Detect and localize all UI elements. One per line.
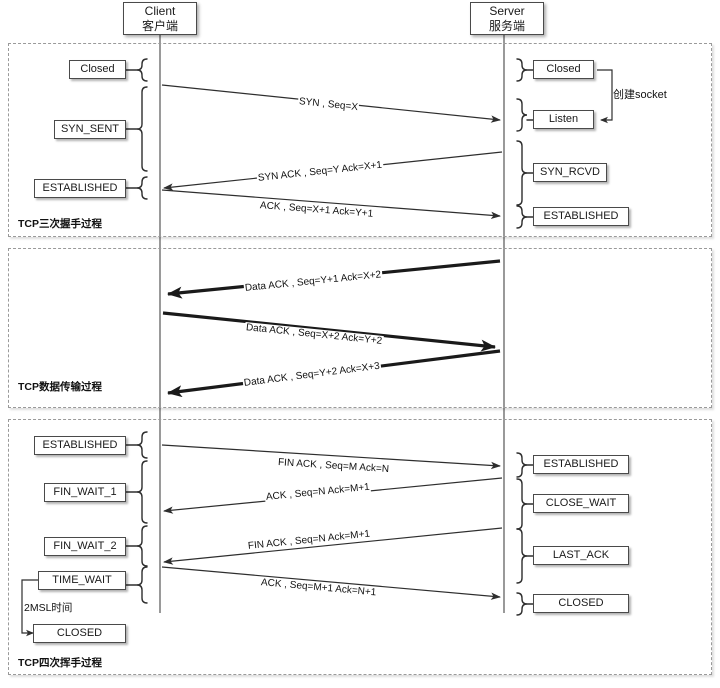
- section-data-transfer: [8, 248, 712, 408]
- client-state-fin-wait-2: FIN_WAIT_2: [44, 537, 126, 556]
- header-server: Server 服务端: [470, 2, 544, 35]
- client-state-fin-wait-1: FIN_WAIT_1: [44, 483, 126, 502]
- arrow-fin-ack-2: [163, 527, 503, 565]
- brace-group-server: [516, 58, 539, 616]
- header-client-zh: 客户端: [141, 18, 178, 33]
- server-state-syn-rcvd: SYN_RCVD: [533, 163, 607, 182]
- create-socket-connector: [597, 69, 613, 124]
- server-state-closed-final: CLOSED: [533, 594, 629, 613]
- section-label-teardown: TCP四次挥手过程: [18, 657, 102, 669]
- arrow-ack-2: [161, 566, 501, 600]
- section-label-data-transfer: TCP数据传输过程: [18, 381, 102, 393]
- header-server-zh: 服务端: [488, 18, 525, 33]
- server-state-established-2: ESTABLISHED: [533, 455, 629, 474]
- client-state-closed-final: CLOSED: [33, 624, 126, 643]
- header-client-en: Client: [144, 3, 176, 18]
- arrow-ack: [161, 189, 501, 219]
- message-arrows-teardown: [161, 444, 503, 600]
- note-create-socket: 创建socket: [613, 89, 667, 101]
- arrow-fin-ack-1: [161, 444, 501, 470]
- msl-timer-connector: [21, 579, 38, 637]
- server-state-listen: Listen: [533, 110, 594, 129]
- section-teardown: [8, 419, 712, 675]
- server-state-closed: Closed: [533, 60, 594, 79]
- header-client: Client 客户端: [123, 2, 197, 35]
- header-server-en: Server: [489, 3, 525, 18]
- section-handshake: [8, 43, 712, 237]
- note-msl-timer: 2MSL时间: [24, 602, 73, 614]
- section-label-handshake: TCP三次握手过程: [18, 218, 102, 230]
- brace-group-client: [125, 58, 148, 604]
- client-state-time-wait: TIME_WAIT: [38, 571, 126, 590]
- client-state-established-1: ESTABLISHED: [34, 179, 126, 198]
- server-state-close-wait: CLOSE_WAIT: [533, 494, 629, 513]
- client-state-closed: Closed: [69, 60, 126, 79]
- client-state-established-2: ESTABLISHED: [34, 436, 126, 455]
- server-state-established-1: ESTABLISHED: [533, 207, 629, 226]
- server-state-last-ack: LAST_ACK: [533, 546, 629, 565]
- client-state-syn-sent: SYN_SENT: [54, 120, 126, 139]
